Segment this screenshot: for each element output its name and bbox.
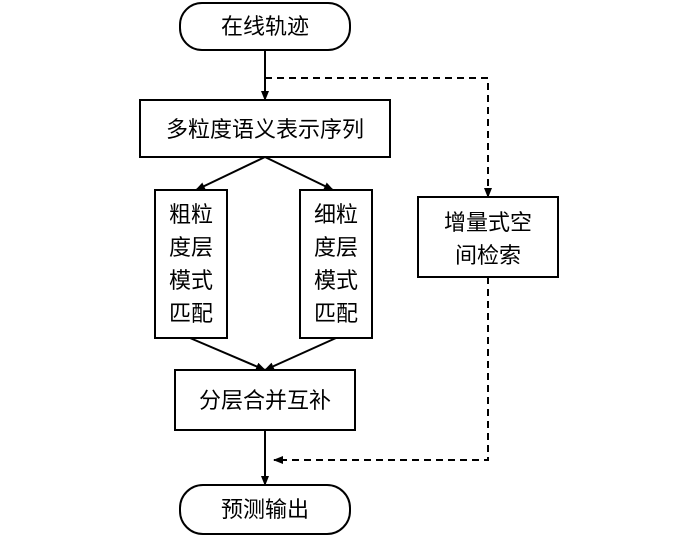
node-fine-line-3: 模式 (314, 269, 358, 294)
node-output: 预测输出 (179, 484, 351, 535)
node-coarse-line-3: 模式 (169, 269, 213, 294)
node-sequence: 多粒度语义表示序列 (139, 99, 391, 158)
node-fine-line-1: 细粒 (314, 203, 358, 228)
node-incremental-line-1: 增量式空 (444, 211, 532, 236)
node-coarse-line-4: 匹配 (169, 302, 213, 327)
edge-sequence-to-coarse (195, 156, 266, 191)
edge-coarse-to-merge (189, 337, 266, 371)
node-coarse-line-2: 度层 (169, 236, 213, 261)
node-start: 在线轨迹 (179, 2, 351, 51)
edge-fine-to-merge (264, 337, 337, 371)
node-fine: 细粒 度层 模式 匹配 (299, 189, 373, 339)
node-merge-label: 分层合并互补 (199, 389, 331, 414)
node-incremental-line-2: 间检索 (455, 244, 521, 269)
connectors (189, 50, 492, 486)
node-merge: 分层合并互补 (174, 369, 356, 431)
node-incremental: 增量式空 间检索 (417, 196, 559, 278)
edge-sequence-to-fine (264, 156, 334, 191)
node-fine-line-2: 度层 (314, 236, 358, 261)
node-start-label: 在线轨迹 (221, 15, 309, 40)
edge-start-to-incremental (265, 77, 492, 198)
edge-incremental-to-output-path (273, 277, 489, 464)
node-sequence-label: 多粒度语义表示序列 (166, 118, 364, 143)
node-coarse-line-1: 粗粒 (169, 203, 213, 228)
node-coarse: 粗粒 度层 模式 匹配 (154, 189, 228, 339)
node-fine-line-4: 匹配 (314, 302, 358, 327)
node-output-label: 预测输出 (221, 498, 309, 523)
